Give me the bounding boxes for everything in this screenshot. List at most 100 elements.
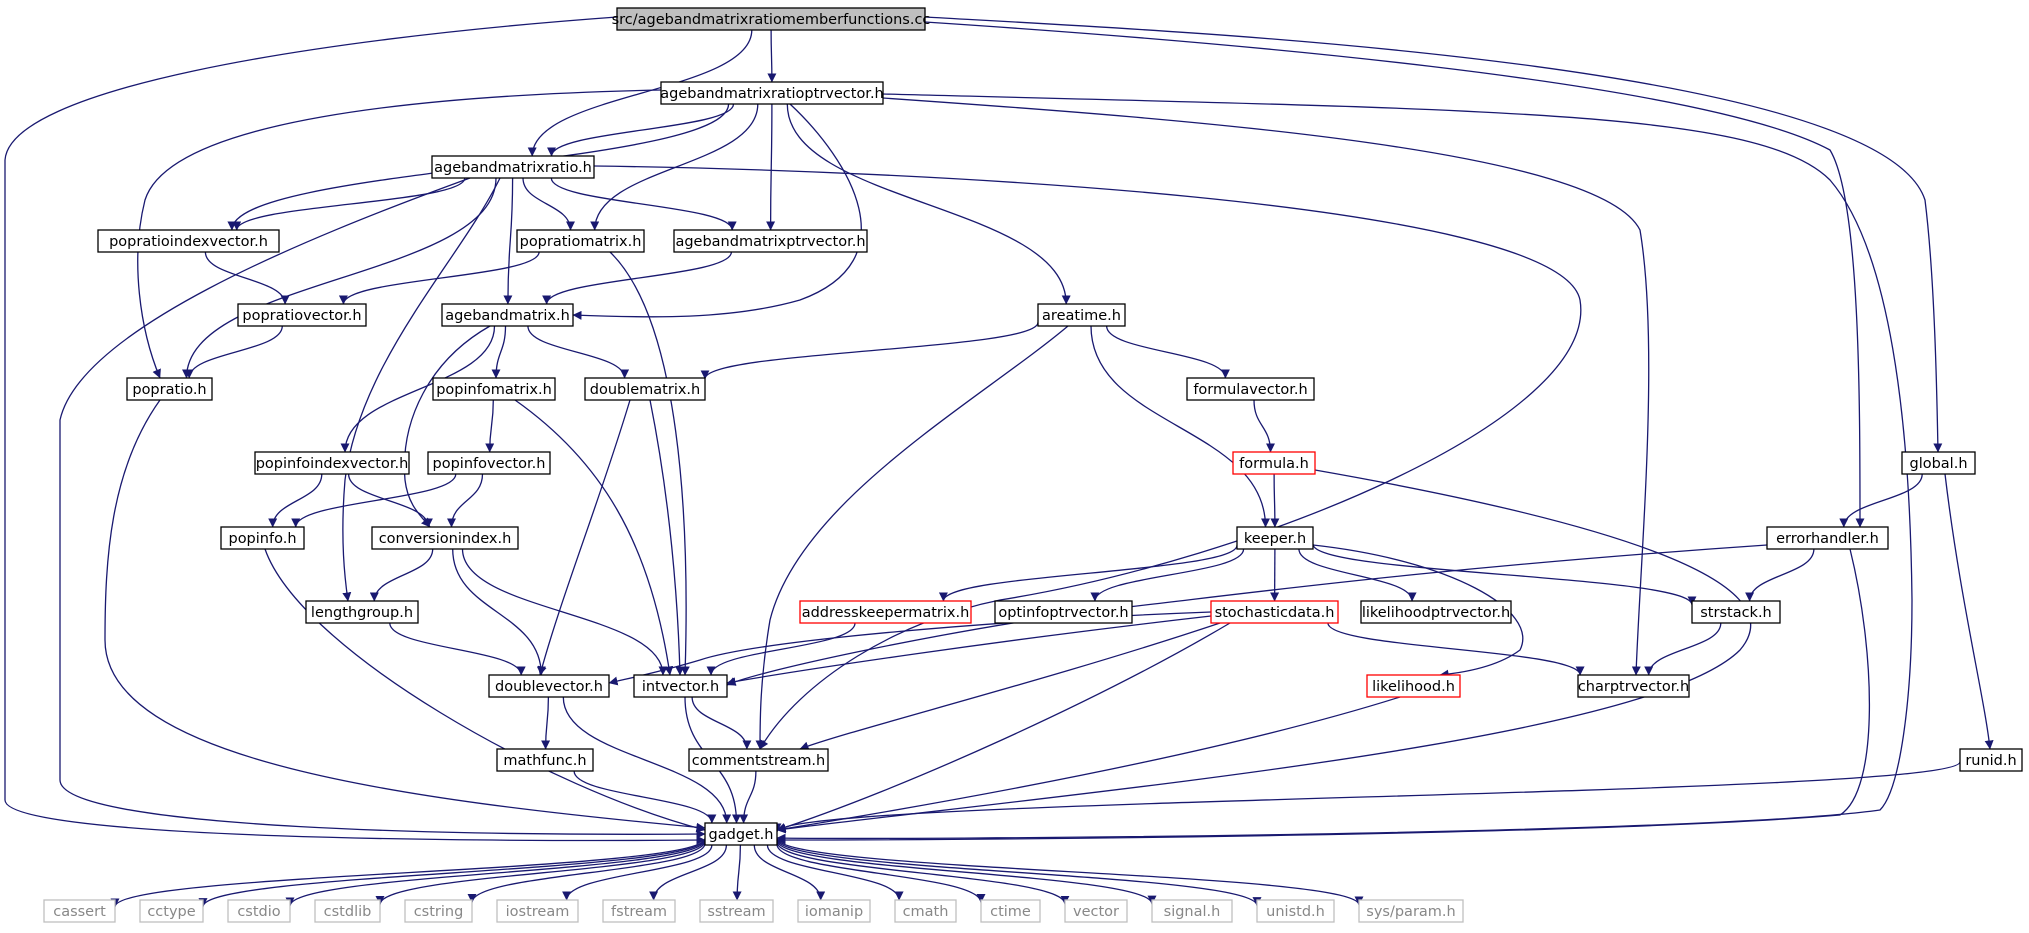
node-agebandmatrixratio-h[interactable]: agebandmatrixratio.h	[431, 155, 595, 179]
node-popinfovector-h[interactable]: popinfovector.h	[427, 451, 551, 475]
node-label-popinfo-h: popinfo.h	[228, 531, 296, 547]
node-label-popratiovector-h: popratiovector.h	[242, 308, 361, 324]
node-label-charptrvector-h: charptrvector.h	[1578, 679, 1689, 695]
node-label-addresskeepermatrix-h: addresskeepermatrix.h	[802, 605, 970, 621]
node-doublematrix-h[interactable]: doublematrix.h	[584, 377, 706, 401]
edge-agebandmatrixratioptrvector-h-to-popratio-h	[137, 89, 662, 379]
node-global-h[interactable]: global.h	[1901, 451, 1976, 475]
edge-popinfovector-h-to-popinfo-h	[291, 473, 457, 528]
edge-agebandmatrixratioptrvector-h-to-agebandmatrixptrvector-h	[766, 103, 776, 231]
node-popratiomatrix-h[interactable]: popratiomatrix.h	[516, 229, 645, 253]
node-agebandmatrixratioptrvector-h[interactable]: agebandmatrixratioptrvector.h	[660, 81, 884, 105]
node-conversionindex-h[interactable]: conversionindex.h	[371, 526, 519, 550]
node-ctime[interactable]: ctime	[980, 899, 1041, 923]
node-fstream[interactable]: fstream	[602, 899, 676, 923]
node-likelihoodptrvector-h[interactable]: likelihoodptrvector.h	[1360, 600, 1512, 624]
node-charptrvector-h[interactable]: charptrvector.h	[1577, 674, 1690, 698]
node-box-intvector-h	[633, 674, 728, 698]
node-formulavector-h[interactable]: formulavector.h	[1186, 377, 1315, 401]
node-box-popratiovector-h	[237, 303, 367, 327]
node-box-cmath	[894, 899, 957, 923]
node-root[interactable]: src/agebandmatrixratiomemberfunctions.cc	[612, 7, 931, 31]
node-label-popratio-h: popratio.h	[132, 382, 206, 398]
node-layer: src/agebandmatrixratiomemberfunctions.cc…	[43, 7, 2023, 923]
edge-keeper-h-to-optinfoptrvector-h	[1090, 548, 1245, 602]
node-addresskeepermatrix-h[interactable]: addresskeepermatrix.h	[799, 600, 972, 624]
node-popratiovector-h[interactable]: popratiovector.h	[237, 303, 367, 327]
node-label-agebandmatrixratio-h: agebandmatrixratio.h	[434, 160, 592, 176]
node-box-errorhandler-h	[1766, 526, 1889, 550]
node-sstream[interactable]: sstream	[699, 899, 774, 923]
node-signal-h[interactable]: signal.h	[1151, 899, 1233, 923]
node-agebandmatrix-h[interactable]: agebandmatrix.h	[441, 303, 574, 327]
node-gadget-h[interactable]: gadget.h	[704, 822, 778, 846]
edge-popinfomatrix-h-to-popinfovector-h	[485, 399, 495, 453]
node-cstdlib[interactable]: cstdlib	[314, 899, 381, 923]
node-formula-h[interactable]: formula.h	[1232, 451, 1316, 475]
node-agebandmatrixptrvector-h[interactable]: agebandmatrixptrvector.h	[673, 229, 868, 253]
node-cctype[interactable]: cctype	[139, 899, 204, 923]
node-label-global-h: global.h	[1909, 456, 1967, 472]
node-label-popinfovector-h: popinfovector.h	[433, 456, 546, 472]
node-iostream[interactable]: iostream	[496, 899, 579, 923]
node-areatime-h[interactable]: areatime.h	[1037, 303, 1126, 327]
node-box-runid-h	[1959, 748, 2023, 772]
node-popinfoindexvector-h[interactable]: popinfoindexvector.h	[254, 451, 410, 475]
edge-agebandmatrix-h-to-doublematrix-h	[527, 325, 630, 379]
node-errorhandler-h[interactable]: errorhandler.h	[1766, 526, 1889, 550]
node-unistd-h[interactable]: unistd.h	[1256, 899, 1335, 923]
node-popratio-h[interactable]: popratio.h	[126, 377, 213, 401]
node-lengthgroup-h[interactable]: lengthgroup.h	[305, 600, 419, 624]
node-label-iostream: iostream	[506, 904, 570, 920]
node-commentstream-h[interactable]: commentstream.h	[688, 748, 829, 772]
edge-keeper-h-to-strstack-h	[1312, 543, 1697, 606]
node-doublevector-h[interactable]: doublevector.h	[488, 674, 610, 698]
node-box-doublevector-h	[488, 674, 610, 698]
node-label-sys-param-h: sys/param.h	[1366, 904, 1455, 920]
node-box-cassert	[43, 899, 116, 923]
edge-popinfovector-h-to-conversionindex-h	[447, 473, 484, 528]
node-popratioindexvector-h[interactable]: popratioindexvector.h	[97, 229, 280, 253]
node-label-popinfomatrix-h: popinfomatrix.h	[436, 382, 552, 398]
edge-stochasticdata-h-to-charptrvector-h	[1327, 622, 1585, 676]
edge-gadget-h-to-sys-param-h	[776, 837, 1364, 906]
node-box-cstring	[404, 899, 473, 923]
node-label-cctype: cctype	[147, 904, 195, 920]
node-box-formulavector-h	[1186, 377, 1315, 401]
node-cstring[interactable]: cstring	[404, 899, 473, 923]
edge-mathfunc-h-to-gadget-h	[573, 770, 717, 824]
edge-formula-h-to-keeper-h	[1270, 473, 1280, 528]
node-cmath[interactable]: cmath	[894, 899, 957, 923]
node-runid-h[interactable]: runid.h	[1959, 748, 2023, 772]
node-cassert[interactable]: cassert	[43, 899, 116, 923]
edge-strstack-h-to-charptrvector-h	[1644, 622, 1722, 676]
node-label-gadget-h: gadget.h	[709, 827, 774, 843]
node-likelihood-h[interactable]: likelihood.h	[1366, 674, 1461, 698]
node-popinfomatrix-h[interactable]: popinfomatrix.h	[432, 377, 556, 401]
node-iomanip[interactable]: iomanip	[797, 899, 871, 923]
node-label-signal-h: signal.h	[1164, 904, 1221, 920]
node-label-lengthgroup-h: lengthgroup.h	[311, 605, 413, 621]
node-box-fstream	[602, 899, 676, 923]
edge-doublematrix-h-to-intvector-h	[649, 399, 685, 676]
edge-gadget-h-to-cmath	[766, 844, 904, 901]
node-label-commentstream-h: commentstream.h	[692, 753, 826, 769]
node-box-ctime	[980, 899, 1041, 923]
node-mathfunc-h[interactable]: mathfunc.h	[496, 748, 594, 772]
node-intvector-h[interactable]: intvector.h	[633, 674, 728, 698]
node-cstdio[interactable]: cstdio	[227, 899, 291, 923]
edge-gadget-h-to-vector	[776, 841, 1070, 905]
node-optinfoptrvector-h[interactable]: optinfoptrvector.h	[994, 600, 1133, 624]
node-label-doublevector-h: doublevector.h	[495, 679, 603, 695]
edge-global-h-to-runid-h	[1944, 473, 1994, 750]
edge-errorhandler-h-to-gadget-h	[776, 548, 1871, 845]
node-popinfo-h[interactable]: popinfo.h	[220, 526, 305, 550]
node-keeper-h[interactable]: keeper.h	[1236, 526, 1314, 550]
edge-agebandmatrixratio-h-to-popratiomatrix-h	[522, 177, 575, 231]
node-vector[interactable]: vector	[1064, 899, 1128, 923]
edge-likelihood-h-to-gadget-h	[776, 696, 1401, 834]
node-stochasticdata-h[interactable]: stochasticdata.h	[1210, 600, 1339, 624]
node-strstack-h[interactable]: strstack.h	[1691, 600, 1781, 624]
node-sys-param-h[interactable]: sys/param.h	[1358, 899, 1464, 923]
node-label-cstring: cstring	[414, 904, 464, 920]
